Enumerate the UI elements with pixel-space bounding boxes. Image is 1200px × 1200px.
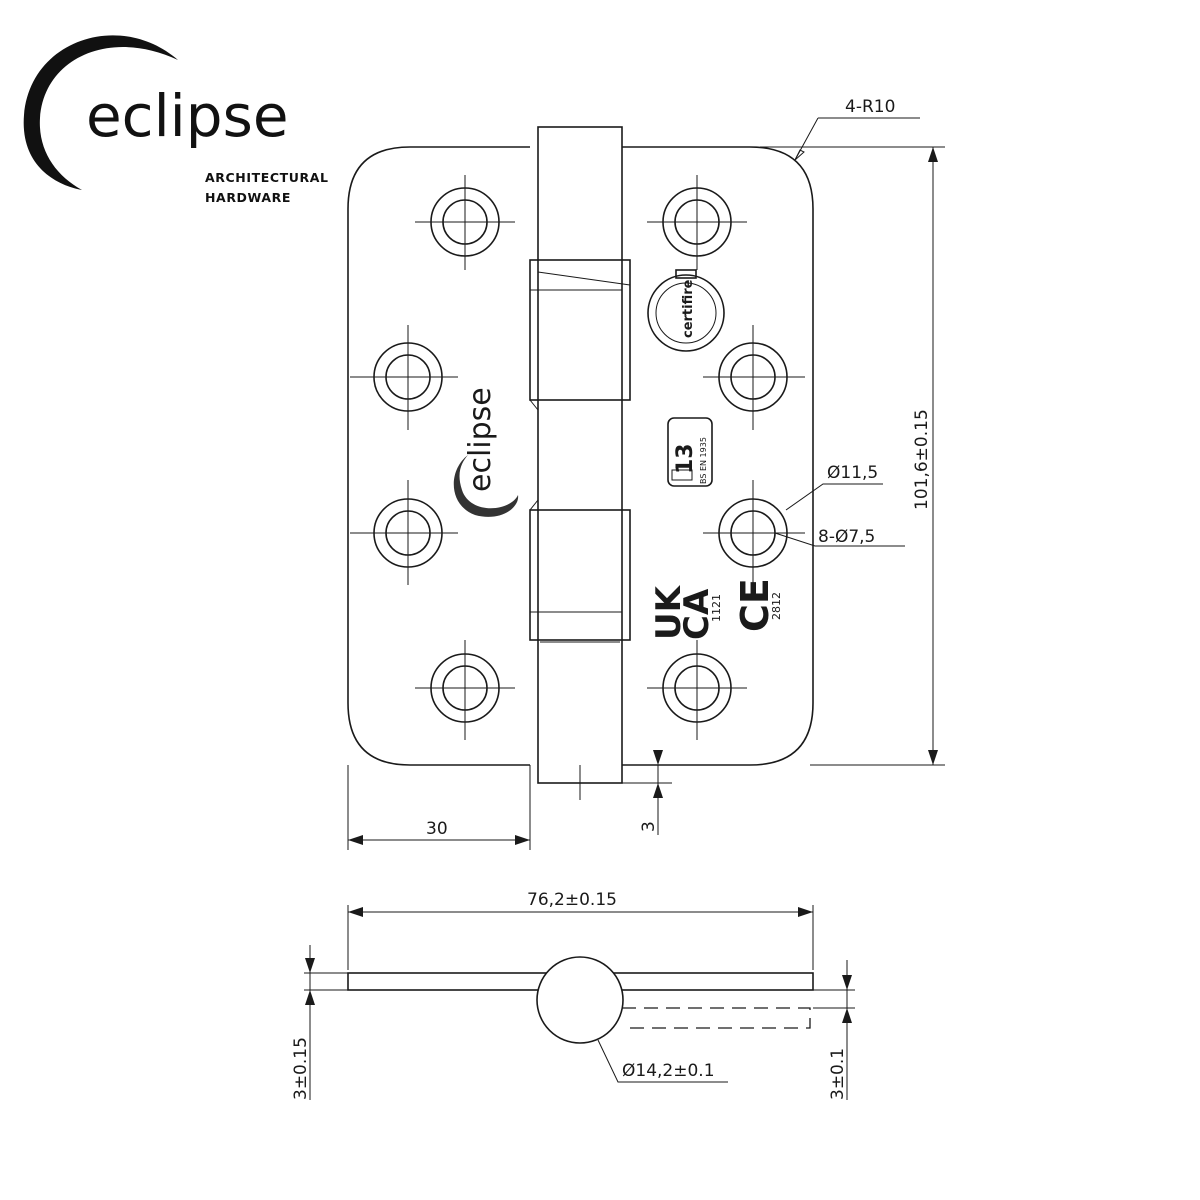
- logo-arc-icon: [23, 35, 179, 191]
- leaf-markings: eclipse certifire 13 BS EN 1935 UK CA 11…: [453, 269, 783, 640]
- screw-hole: [415, 175, 515, 270]
- end-view-right-leaf: [611, 972, 814, 991]
- hinge-knuckle: [529, 126, 631, 784]
- screw-holes-right: [647, 175, 805, 740]
- standard-text: BS EN 1935: [699, 437, 708, 484]
- eclipse-logo: eclipse ARCHITECTURAL HARDWARE: [23, 35, 329, 205]
- screw-hole: [350, 325, 458, 430]
- right-leaf: [622, 146, 814, 766]
- logo-wordmark: eclipse: [86, 82, 289, 150]
- end-view-hidden-leaf: [622, 1007, 811, 1029]
- screw-holes-left: [350, 175, 515, 740]
- outer-diameter-label: Ø11,5: [827, 463, 878, 483]
- left-leaf: [347, 146, 530, 766]
- end-view-left-leaf: [347, 972, 549, 991]
- leaf-thickness-right-label: 3±0.1: [828, 1048, 848, 1100]
- certifire-badge-icon: certifire: [647, 269, 725, 352]
- leaf-thickness-left-label: 3±0.15: [291, 1037, 311, 1100]
- screw-hole: [703, 480, 805, 585]
- ukca-mark-line1: UK: [649, 584, 689, 640]
- screw-hole: [647, 175, 747, 270]
- hole-spec-label: 8-Ø7,5: [818, 527, 875, 547]
- logo-tagline-line2: HARDWARE: [205, 190, 291, 205]
- screw-hole: [647, 640, 747, 740]
- width-label: 76,2±0.15: [527, 890, 617, 910]
- corner-radius-label: 4-R10: [845, 97, 895, 117]
- end-view-dimensions: 76,2±0.15 3±0.15 Ø14,2±0.1 3±0.1: [291, 890, 855, 1100]
- knuckle-diameter-label: Ø14,2±0.1: [622, 1061, 715, 1081]
- ukca-code: 1121: [710, 594, 723, 622]
- height-label: 101,6±0.15: [912, 409, 932, 510]
- certifire-text: certifire: [681, 279, 696, 338]
- screw-hole: [350, 480, 458, 585]
- front-view-dimensions: 4-R10 101,6±0.15 Ø11,5 8-Ø7,5 30 3: [347, 97, 945, 850]
- hinge-end-view: [347, 956, 814, 1044]
- hinge-front-view: eclipse certifire 13 BS EN 1935 UK CA 11…: [347, 126, 814, 784]
- knuckle-gap-label: 3: [639, 821, 659, 832]
- screw-hole: [415, 640, 515, 740]
- leaf-offset-label: 30: [426, 819, 448, 839]
- fire-grade-text: 13: [673, 443, 698, 474]
- ukca-mark-line2: CA: [677, 588, 717, 640]
- ce-code: 2812: [770, 592, 783, 620]
- leaf-brand-text: eclipse: [463, 387, 498, 492]
- screw-hole: [703, 325, 805, 430]
- ce-mark: CE: [733, 578, 777, 632]
- logo-tagline-line1: ARCHITECTURAL: [205, 170, 329, 185]
- end-view-knuckle: [536, 956, 624, 1044]
- grade-stamp: 13 BS EN 1935: [667, 417, 713, 487]
